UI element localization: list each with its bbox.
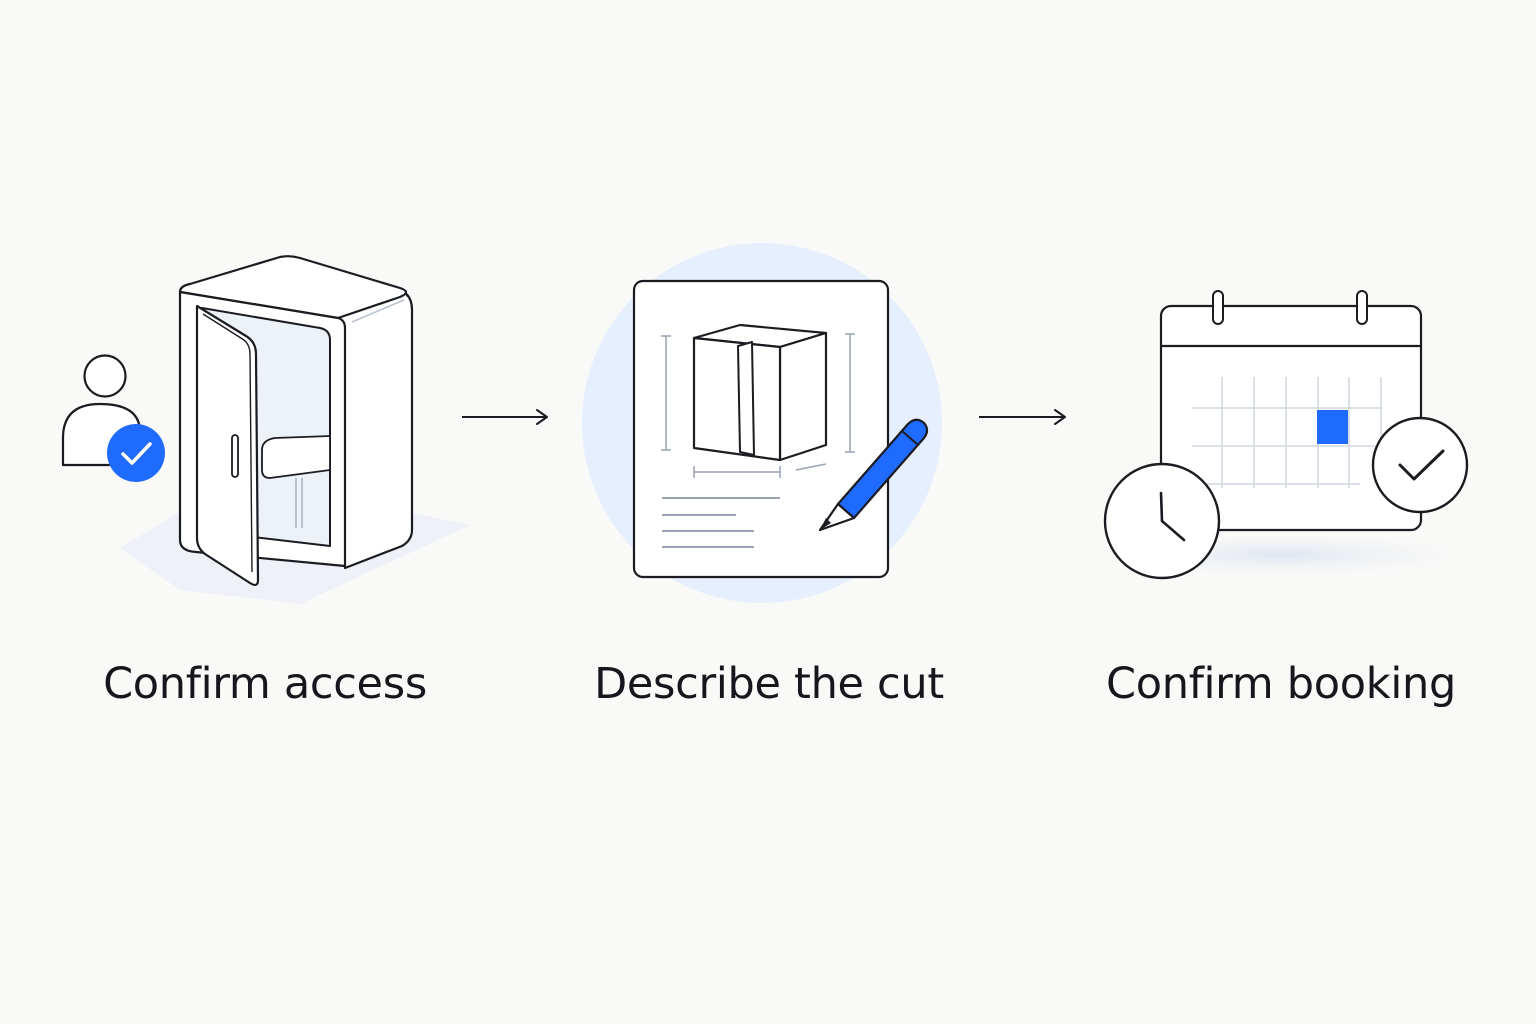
calendar-ring-right <box>1356 290 1368 325</box>
user-head <box>83 354 127 398</box>
sketch-side <box>778 331 828 462</box>
booth-door <box>195 304 260 587</box>
check-badge <box>107 424 165 482</box>
door-handle <box>231 434 239 478</box>
sketch-door <box>737 341 755 456</box>
calendar-check-icon <box>1090 290 1474 580</box>
calendar-grid <box>1192 377 1382 488</box>
check-circle-icon <box>1371 416 1469 514</box>
booth-side-panel <box>336 287 414 570</box>
blueprint-pencil-icon <box>582 243 942 603</box>
calendar-selected-day <box>1317 410 1348 444</box>
sketch-front <box>692 336 782 462</box>
booth-access-icon <box>120 255 470 604</box>
user-verified-icon <box>61 354 165 482</box>
step-label-confirm-access: Confirm access <box>103 659 427 709</box>
arrow-right-icon <box>979 409 1066 425</box>
step-label-describe-cut: Describe the cut <box>594 659 944 709</box>
clock-icon <box>1103 462 1221 580</box>
arrow-right-icon <box>462 409 548 425</box>
step-label-confirm-booking: Confirm booking <box>1106 659 1456 709</box>
calendar-ring-left <box>1212 290 1224 325</box>
check-icon <box>121 442 152 465</box>
booth-roof <box>178 255 408 320</box>
pencil-icon <box>818 418 929 532</box>
booth-bench <box>261 435 331 479</box>
